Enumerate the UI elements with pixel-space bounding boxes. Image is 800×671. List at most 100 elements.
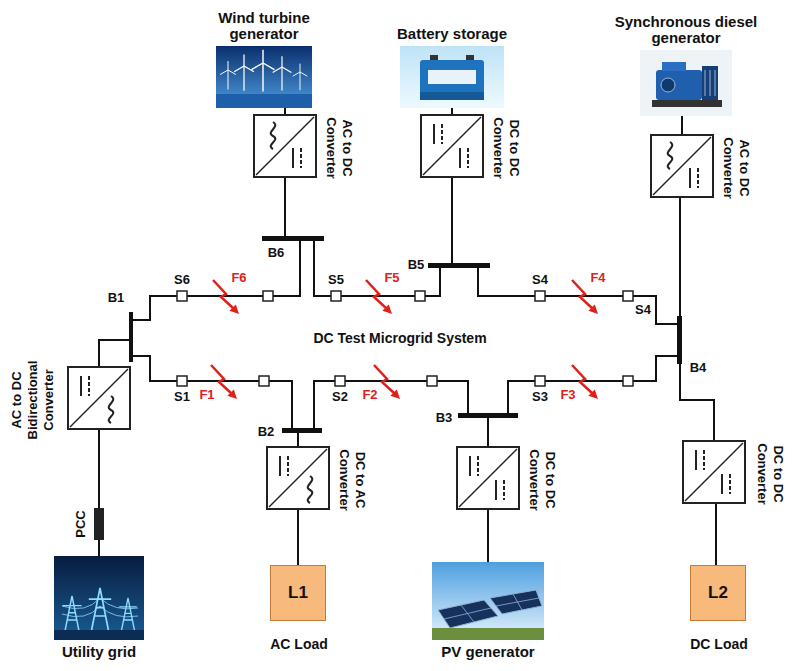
fault-arrow — [213, 280, 239, 314]
bus-label: B6 — [268, 245, 285, 261]
switch-symbol — [623, 376, 633, 386]
converter-label: DC to AC Converter — [336, 444, 368, 516]
bus-bar: B6 — [262, 236, 324, 241]
switch-label: S1 — [174, 389, 190, 405]
fault-label: F4 — [590, 270, 605, 286]
power-line — [681, 116, 683, 134]
power-line — [133, 241, 300, 320]
bus-label: B5 — [408, 257, 425, 273]
switch-symbol — [427, 376, 437, 386]
fault-arrow — [572, 365, 598, 399]
load-box: L1AC Load — [270, 565, 326, 621]
converter-box: AC to DC Bidirectional Converter — [67, 366, 131, 430]
picture-title: Utility grid — [62, 644, 136, 660]
power-line — [133, 356, 292, 428]
pcc-label: PCC — [73, 510, 89, 537]
switch-label: S4 — [635, 302, 651, 318]
converter-box: DC to AC Converter — [266, 446, 330, 510]
picture-title: Wind turbine generator — [204, 10, 324, 42]
switch-symbol — [177, 376, 187, 386]
bus-bar: B5 — [428, 263, 490, 268]
switch-symbol — [535, 376, 545, 386]
converter-symbol — [420, 114, 484, 178]
converter-label: AC to DC Converter — [720, 132, 752, 204]
converter-box: DC to DC Converter — [682, 440, 746, 504]
converter-label: DC to DC Converter — [754, 438, 786, 510]
wind-farm-picture — [216, 46, 312, 108]
switch-label: S2 — [332, 389, 348, 405]
picture-title: PV generator — [441, 644, 534, 660]
picture-title: Battery storage — [397, 26, 507, 42]
converter-box: AC to DC Converter — [253, 114, 317, 178]
power-line — [99, 340, 129, 366]
switch-symbol — [415, 291, 425, 301]
power-line — [715, 504, 717, 565]
switch-label: S3 — [532, 389, 548, 405]
converter-symbol — [253, 114, 317, 178]
battery-picture — [400, 46, 504, 108]
switch-symbol — [623, 291, 633, 301]
load-label: L1 — [288, 585, 308, 601]
fault-label: F6 — [231, 270, 246, 286]
converter-symbol — [266, 446, 330, 510]
power-line — [314, 241, 440, 296]
switch-symbol — [331, 291, 341, 301]
converter-label: DC to DC Converter — [526, 444, 558, 516]
diesel-generator-picture: Synchronous diesel generator — [640, 50, 732, 116]
converter-box: AC to DC Converter — [650, 134, 714, 198]
switch-label: S5 — [328, 272, 344, 288]
utility-grid-picture: Utility grid — [54, 556, 144, 640]
switch-symbol — [535, 291, 545, 301]
converter-box: DC to DC Converter — [456, 446, 520, 510]
fault-label: F5 — [384, 270, 399, 286]
bus-label: B1 — [108, 290, 125, 306]
utility-grid-picture — [54, 556, 144, 640]
power-line — [98, 540, 100, 556]
fault-arrow — [374, 365, 400, 399]
load-label: AC Load — [270, 636, 328, 652]
fault-arrow — [366, 280, 392, 314]
power-line — [679, 198, 681, 316]
bus-label: B4 — [690, 360, 707, 376]
fault-arrow — [572, 280, 598, 314]
power-line — [297, 510, 299, 565]
pv-panel-picture: PV generator — [432, 562, 544, 640]
pcc-breaker: PCC — [94, 508, 104, 540]
power-line — [478, 268, 677, 324]
bus-label: B2 — [258, 424, 275, 440]
power-line — [487, 418, 489, 446]
pv-panel-picture — [432, 562, 544, 640]
bus-bar: B4 — [677, 316, 682, 364]
converter-symbol — [67, 366, 131, 430]
converter-symbol — [682, 440, 746, 504]
load-label: L2 — [708, 585, 728, 601]
bus-bar: B3 — [458, 413, 518, 418]
power-line — [98, 430, 100, 508]
power-line — [314, 381, 468, 428]
bus-bar: B2 — [282, 428, 322, 433]
load-box: L2DC Load — [690, 565, 746, 621]
switch-symbol — [259, 376, 269, 386]
fault-label: F3 — [560, 387, 575, 403]
converter-symbol — [456, 446, 520, 510]
diesel-generator-picture — [640, 50, 732, 116]
switch-symbol — [335, 376, 345, 386]
switch-symbol — [263, 291, 273, 301]
battery-picture: Battery storage — [400, 46, 504, 108]
power-line — [284, 178, 286, 236]
fault-label: F1 — [199, 387, 214, 403]
wind-turbine-picture: Wind turbine generator — [216, 46, 312, 108]
converter-label: AC to DC Converter — [323, 112, 355, 184]
fault-label: F2 — [362, 387, 377, 403]
switch-label: S4 — [532, 272, 548, 288]
picture-title: Synchronous diesel generator — [601, 14, 771, 46]
power-line — [297, 433, 299, 446]
fault-arrow — [211, 365, 237, 399]
power-line — [680, 364, 714, 440]
power-line — [487, 510, 489, 562]
converter-symbol — [650, 134, 714, 198]
switch-symbol — [177, 291, 187, 301]
power-line — [508, 356, 677, 413]
